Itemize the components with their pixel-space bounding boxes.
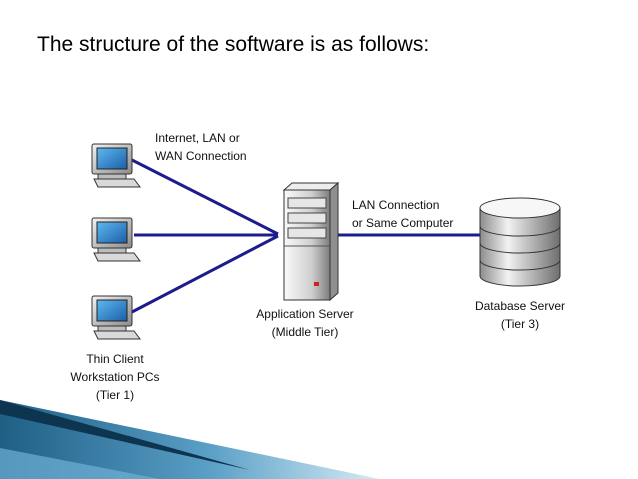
lan-label-line: LAN Connection — [352, 198, 440, 212]
computer-icon — [91, 295, 141, 340]
connection-line-client-top — [131, 158, 279, 236]
database-icon — [479, 197, 561, 287]
network-label-line: Internet, LAN or — [155, 131, 240, 145]
slide-title: The structure of the software is as foll… — [37, 33, 430, 56]
network-label-line: WAN Connection — [155, 149, 247, 163]
client-label: Thin Client Workstation PCs (Tier 1) — [55, 350, 175, 404]
client-label-line: (Tier 1) — [95, 388, 135, 402]
app-server-label: Application Server (Middle Tier) — [240, 305, 370, 341]
connection-line-client-bottom — [131, 234, 279, 314]
database-label-line: Database Server — [474, 299, 566, 313]
database-label-line: (Tier 3) — [500, 317, 540, 331]
lan-connection-label: LAN Connection or Same Computer — [352, 196, 453, 232]
decorative-band — [0, 400, 380, 479]
network-connection-label: Internet, LAN or WAN Connection — [155, 129, 247, 165]
app-server-label-line: (Middle Tier) — [271, 325, 339, 339]
server-icon — [282, 181, 340, 302]
app-server-label-line: Application Server — [256, 307, 354, 321]
computer-icon — [91, 217, 141, 262]
client-label-line: Thin Client — [86, 352, 144, 366]
network-connections — [131, 158, 480, 314]
client-label-line: Workstation PCs — [70, 370, 160, 384]
lan-label-line: or Same Computer — [352, 216, 454, 230]
computer-icon — [91, 143, 141, 188]
database-server-label: Database Server (Tier 3) — [455, 297, 585, 333]
